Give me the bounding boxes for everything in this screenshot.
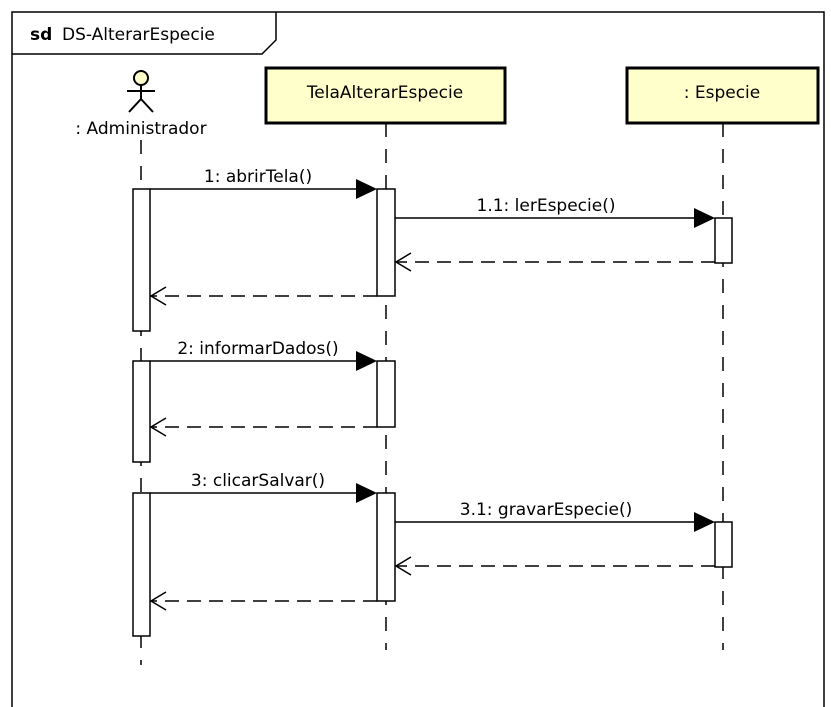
message-lerespecie: 1.1: lerEspecie() [395, 196, 715, 228]
activation-tela-1 [376, 188, 396, 297]
return-lerespecie [394, 252, 715, 272]
message-label: 1.1: lerEspecie() [477, 196, 616, 216]
arrowhead-filled-icon [694, 512, 715, 532]
activation-especie-1 [714, 217, 733, 264]
message-label: 1: abrirTela() [204, 167, 312, 187]
message-label: 3.1: gravarEspecie() [460, 500, 632, 520]
arrowhead-open-icon [149, 286, 167, 306]
activation-especie-2 [714, 521, 733, 568]
message-abrirtela: 1: abrirTela() [150, 167, 377, 199]
lifeline-head-telaalterarespecie: TelaAlterarEspecie [264, 66, 507, 125]
return-clicarsalvar [149, 591, 377, 611]
frame-keyword: sd [30, 25, 52, 45]
arrowhead-open-icon [394, 556, 412, 576]
message-clicarsalvar: 3: clicarSalvar() [150, 471, 377, 503]
activation-administrador-3 [132, 492, 151, 637]
actor-label: : Administrador [75, 119, 206, 139]
activation-administrador-1 [132, 188, 151, 332]
arrowhead-open-icon [149, 591, 167, 611]
actor-administrador: : Administrador [75, 70, 207, 139]
message-label: 3: clicarSalvar() [191, 471, 325, 491]
activation-tela-3 [376, 492, 396, 602]
return-abrirtela [149, 286, 377, 306]
arrowhead-open-icon [149, 417, 167, 437]
lifeline-label-telaalterarespecie: TelaAlterarEspecie [306, 83, 463, 103]
arrowhead-open-icon [394, 252, 412, 272]
lifeline-label-especie: : Especie [684, 83, 761, 103]
arrowhead-filled-icon [356, 483, 377, 503]
message-gravarespecie: 3.1: gravarEspecie() [395, 500, 715, 532]
arrowhead-filled-icon [694, 208, 715, 228]
lifeline-head-especie: : Especie [625, 66, 820, 125]
return-informardados [149, 417, 377, 437]
message-label: 2: informarDados() [177, 339, 338, 359]
frame-title: DS-AlterarEspecie [62, 25, 215, 45]
activation-administrador-2 [132, 360, 151, 463]
arrowhead-filled-icon [356, 351, 377, 371]
return-gravarespecie [394, 556, 715, 576]
message-informardados: 2: informarDados() [150, 339, 377, 371]
stick-figure-icon [127, 70, 155, 113]
arrowhead-filled-icon [356, 179, 377, 199]
activation-tela-2 [376, 360, 396, 428]
